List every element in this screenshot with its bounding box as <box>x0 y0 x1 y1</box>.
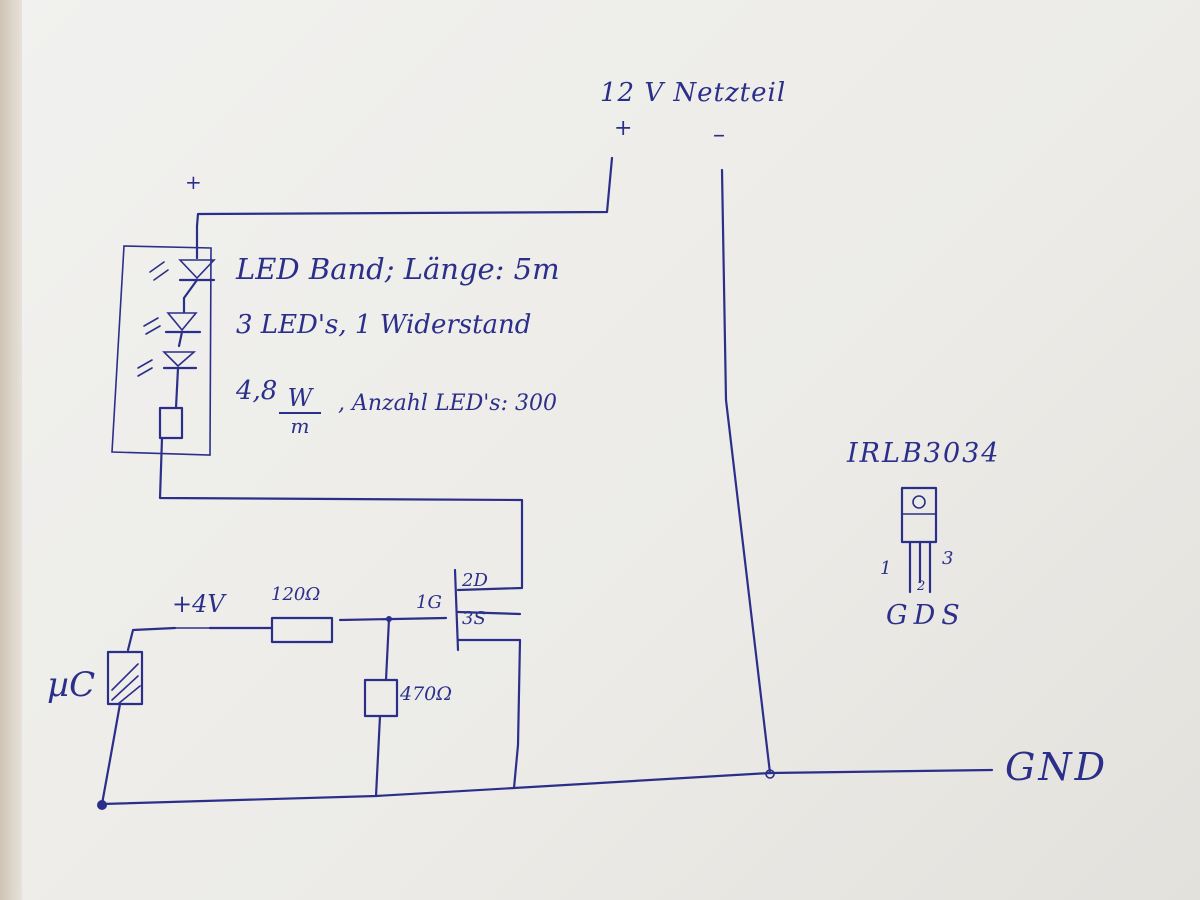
paper-edge <box>0 0 22 900</box>
drain-pin-label: 2D <box>462 570 488 591</box>
voltage-label: +4V <box>172 590 225 618</box>
power-per-meter-fraction: W m <box>279 384 321 438</box>
ground-wire <box>100 768 994 806</box>
led-strip-box <box>111 245 212 456</box>
ground-node <box>97 800 107 810</box>
led-resistor <box>158 406 184 440</box>
gnd-junction <box>765 769 775 779</box>
led-strip-title: LED Band; Länge: 5m <box>236 252 560 286</box>
supply-minus-label: – <box>713 120 725 148</box>
led-3 <box>137 351 198 410</box>
led-2 <box>143 296 202 348</box>
gate-resistor-label: 120Ω <box>271 584 321 605</box>
supply-plus-label: + <box>614 116 633 141</box>
microcontroller-label: µC <box>47 665 96 705</box>
mosfet-symbol <box>453 568 522 790</box>
pin-3-label: 3 <box>942 548 954 569</box>
source-pin-label: 3S <box>462 608 486 629</box>
microcontroller-symbol <box>100 650 144 806</box>
gate-resistor <box>270 616 334 644</box>
led-1 <box>149 224 216 300</box>
led-to-drain-wire <box>158 436 524 592</box>
led-plus-label: + <box>185 170 202 194</box>
pulldown-resistor <box>363 678 399 718</box>
fraction-denominator: m <box>290 414 310 438</box>
led-strip-power: 4,8 <box>236 376 278 406</box>
fraction-numerator: W <box>279 384 321 414</box>
pin-1-label: 1 <box>880 558 892 579</box>
pin-letters-label: GDS <box>886 600 966 631</box>
mosfet-label: IRLB3034 <box>847 438 1001 469</box>
pin-2-label: 2 <box>917 579 926 594</box>
power-supply-label: 12 V Netzteil <box>600 78 787 108</box>
pulldown-resistor-label: 470Ω <box>400 683 453 705</box>
ground-label: GND <box>1005 745 1109 789</box>
led-strip-config: 3 LED's, 1 Widerstand <box>236 310 532 340</box>
led-count-label: , Anzahl LED's: 300 <box>338 391 557 416</box>
supply-negative-wire <box>720 168 772 775</box>
supply-positive-wire <box>195 156 614 228</box>
mosfet-package <box>900 486 938 594</box>
gate-pin-label: 1G <box>416 592 442 613</box>
gate-wire <box>126 626 177 652</box>
